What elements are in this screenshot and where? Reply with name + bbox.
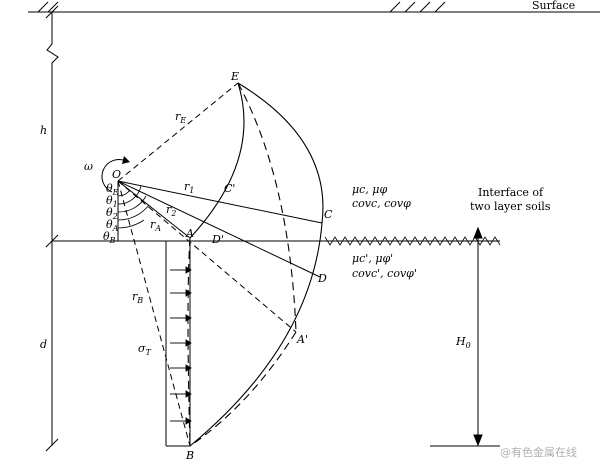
surface-label: Surface bbox=[532, 0, 575, 12]
sigma-T-label: σT bbox=[138, 342, 152, 357]
theta-A-label: θA bbox=[106, 218, 119, 233]
radius-rA-label: rA bbox=[150, 218, 161, 233]
point-C-prime-label: C' bbox=[224, 182, 235, 195]
dimension-h-label: h bbox=[40, 124, 47, 137]
dimension-d-label: d bbox=[40, 338, 47, 351]
radius-r1-label: r1 bbox=[184, 180, 194, 195]
lower-params-line2: covc', covφ' bbox=[352, 267, 417, 280]
ground-surface bbox=[28, 1, 600, 13]
interface-label-line1: Interface of bbox=[478, 186, 544, 199]
rotation-arrow bbox=[101, 159, 127, 193]
point-E-label: E bbox=[230, 70, 239, 83]
watermark: @有色金属在线 bbox=[500, 445, 577, 459]
radius-r2-label: r2 bbox=[166, 203, 176, 218]
point-A-prime-label: A' bbox=[296, 333, 308, 346]
upper-params-line1: μc, μφ bbox=[352, 183, 387, 196]
failure-arcs bbox=[187, 82, 324, 447]
interface-hatch bbox=[324, 236, 501, 246]
radius-rB-label: rB bbox=[132, 290, 143, 305]
theta-E-label: θE bbox=[106, 182, 119, 197]
interface-label-line2: two layer soils bbox=[470, 200, 551, 213]
theta-2-label: θ2 bbox=[106, 206, 118, 221]
radius-lines bbox=[117, 82, 323, 447]
point-A-label: A bbox=[185, 227, 194, 240]
left-dimension-line bbox=[45, 5, 59, 452]
point-B-label: B bbox=[185, 449, 194, 459]
dimension-H0-label: H0 bbox=[455, 335, 471, 350]
upper-params-line2: covc, covφ bbox=[352, 197, 411, 210]
point-D-label: D bbox=[317, 272, 327, 285]
radius-rE-label: rE bbox=[175, 110, 186, 125]
point-C-label: C bbox=[324, 208, 333, 221]
theta-B-label: θB bbox=[103, 230, 116, 245]
omega-label: ω bbox=[84, 160, 93, 173]
point-O-label: O bbox=[112, 168, 121, 181]
lower-params-line1: μc', μφ' bbox=[352, 252, 393, 265]
angle-arcs bbox=[117, 185, 150, 229]
theta-1-label: θ1 bbox=[106, 194, 118, 209]
point-D-prime-label: D' bbox=[211, 233, 224, 246]
rotation-arrowhead bbox=[122, 156, 130, 164]
H0-dimension bbox=[430, 226, 500, 447]
